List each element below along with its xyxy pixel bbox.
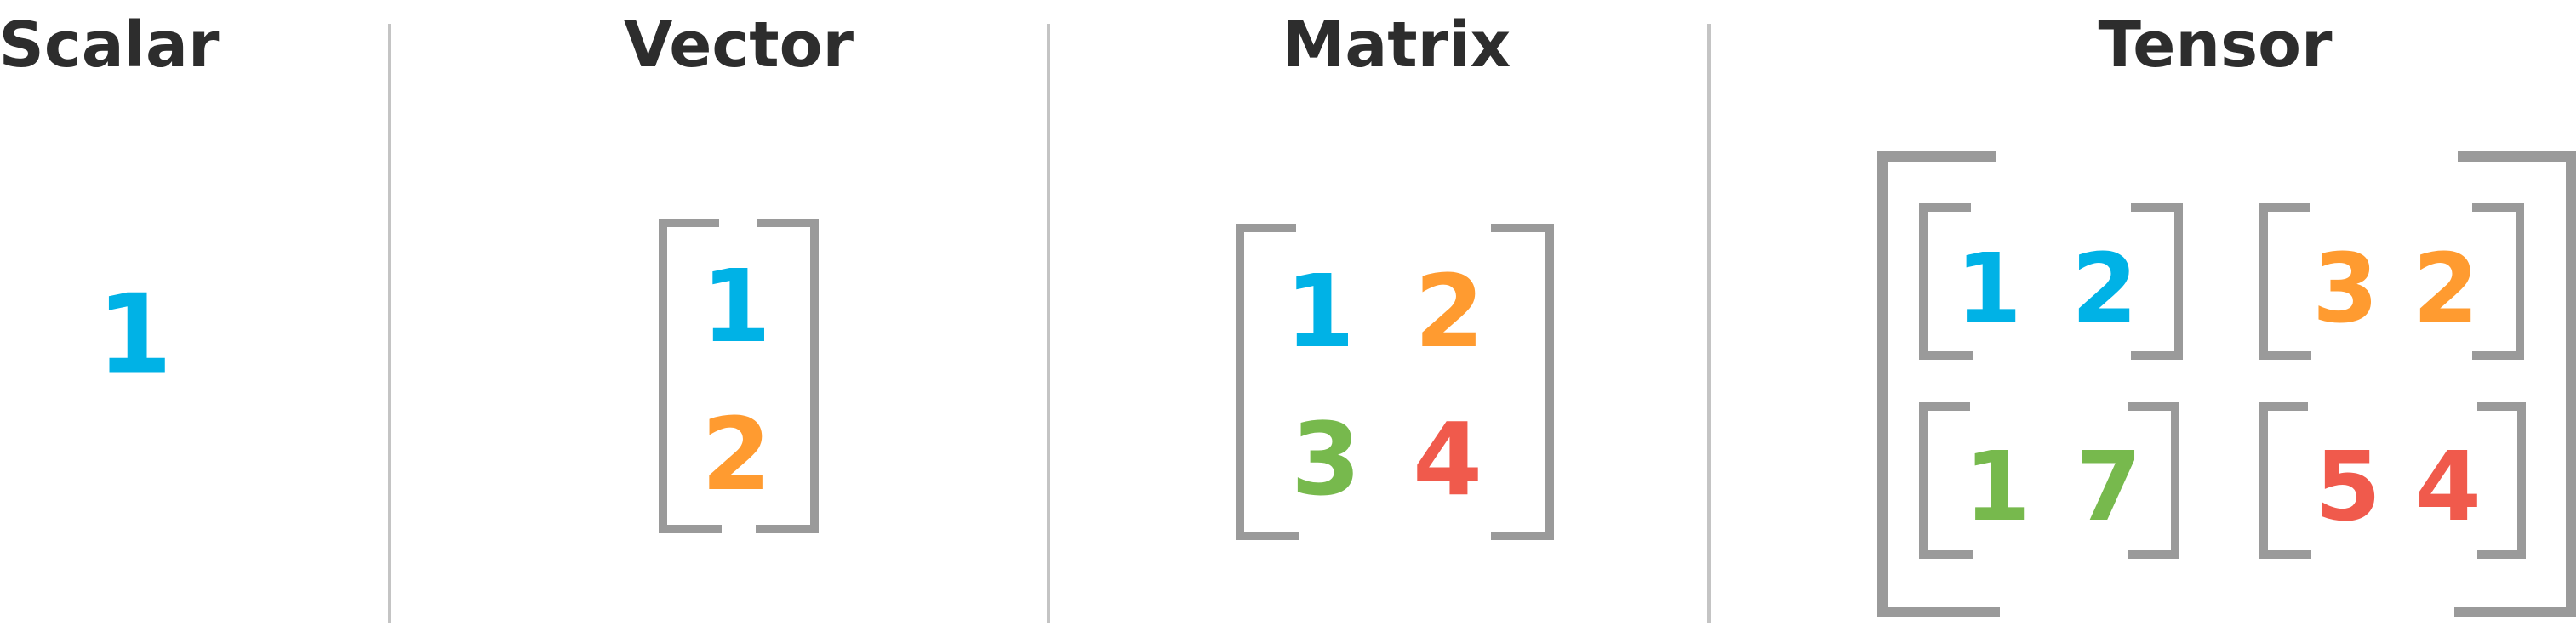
tensor-block-2-value-2: 2: [2413, 234, 2479, 344]
matrix-title: Matrix: [1282, 9, 1511, 82]
vector-value-2: 2: [701, 396, 771, 513]
scalar-title: Scalar: [0, 9, 220, 82]
tensor-block-1-value-1: 1: [1956, 234, 2022, 344]
tensor-block-1: 1 2: [1919, 203, 2183, 360]
tensor-block-4-bracket-right: [2477, 402, 2526, 559]
matrix-cell-r2-c2: 4: [1413, 401, 1482, 518]
tensor-outer-bracket-right: [2454, 151, 2576, 617]
tensor-block-2-bracket-right: [2472, 203, 2524, 360]
tensor-block-4: 5 4: [2259, 402, 2526, 559]
scalar-group: 1: [96, 272, 172, 399]
vector-bracket-right: [756, 219, 819, 533]
tensor-block-2: 3 2: [2259, 203, 2524, 360]
tensor-block-4-bracket-left: [2259, 402, 2311, 559]
tensor-block-3-value-1: 1: [1964, 432, 2031, 543]
vector-group: 1 2: [659, 219, 819, 533]
tensor-group: 1 2 3 2 1 7 5 4: [1877, 151, 2576, 617]
matrix-cell-r2-c1: 3: [1291, 401, 1361, 518]
vector-title: Vector: [624, 9, 854, 82]
tensor-block-2-value-1: 3: [2312, 234, 2379, 344]
tensor-outer-bracket-left: [1877, 151, 2000, 617]
tensor-block-3-value-2: 7: [2076, 432, 2142, 543]
tensor-block-1-value-2: 2: [2071, 234, 2138, 344]
matrix-cell-r1-c2: 2: [1414, 253, 1484, 370]
matrix-bracket-left: [1236, 224, 1299, 540]
tensor-block-4-value-1: 5: [2315, 432, 2381, 543]
vector-value-1: 1: [701, 248, 771, 365]
matrix-bracket-right: [1491, 224, 1554, 540]
tensor-title: Tensor: [2099, 9, 2333, 82]
tensor-block-2-bracket-left: [2259, 203, 2311, 360]
tensor-block-3-bracket-right: [2128, 402, 2179, 559]
tensor-block-4-value-2: 4: [2415, 432, 2482, 543]
tensor-block-1-bracket-right: [2131, 203, 2183, 360]
tensor-block-3-bracket-left: [1919, 402, 1973, 559]
vector-bracket-left: [659, 219, 722, 533]
tensor-block-3: 1 7: [1919, 402, 2179, 559]
tensor-block-1-bracket-left: [1919, 203, 1973, 360]
matrix-cell-r1-c1: 1: [1285, 253, 1355, 370]
scalar-value: 1: [96, 272, 172, 399]
matrix-group: 1 2 3 4: [1236, 224, 1554, 540]
